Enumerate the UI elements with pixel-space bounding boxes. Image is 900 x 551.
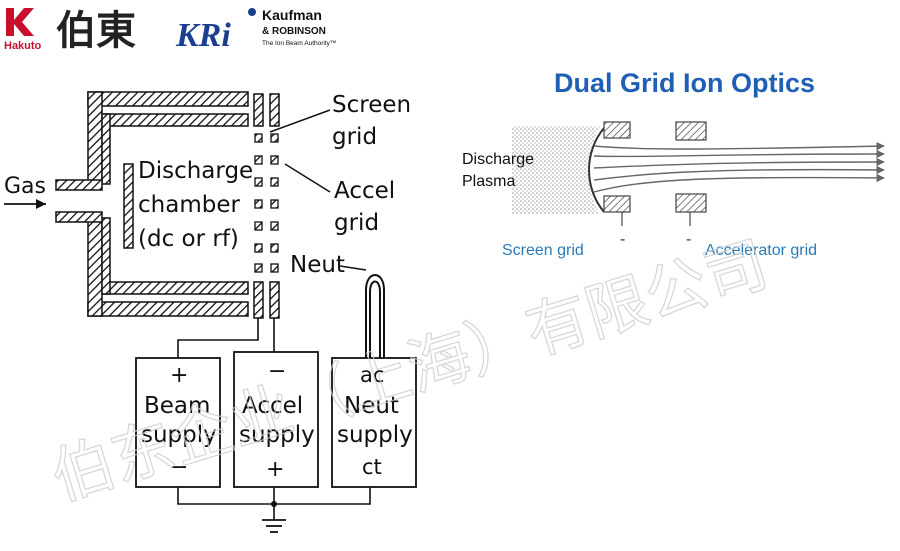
beam-supply-box (135, 357, 221, 488)
gas-inlet-top (55, 179, 103, 191)
chamber-top-wall-inner (101, 113, 249, 127)
beam-supply-plus: + (170, 363, 188, 388)
accel-grid-minus: - (686, 231, 691, 248)
screen-grid-label-2: grid (332, 124, 377, 150)
kr-logo-dot-icon (248, 8, 256, 16)
ground-junction (271, 501, 277, 507)
accel-supply-minus: − (268, 359, 286, 384)
chamber-top-wall-outer (87, 91, 249, 107)
chamber-left-inner-lower (101, 217, 111, 295)
plasma-label-2: Plasma (462, 173, 515, 190)
accel-grid-bottom-holder (269, 281, 280, 319)
screen-grid-caption: Screen grid (502, 242, 584, 259)
screen-grid-leader (269, 109, 331, 133)
chamber-left-wall-upper (87, 91, 103, 185)
accel-supply-box (233, 351, 319, 488)
chamber-bottom-wall-inner (101, 281, 249, 295)
beam-supply-minus: − (170, 455, 188, 480)
kr-logo-text: KRi (175, 17, 231, 54)
chamber-left-wall-lower (87, 217, 103, 317)
accel-grid-caption: Accelerator grid (705, 242, 817, 259)
dual-grid-title: Dual Grid Ion Optics (554, 68, 815, 98)
kr-name-line2: & ROBINSON (262, 26, 326, 37)
accel-grid-label-1: Accel (334, 178, 395, 204)
gas-label: Gas (4, 174, 46, 199)
kr-logo: KRi Kaufman & ROBINSON The Ion Beam Auth… (175, 7, 336, 54)
screen-grid-upper (603, 121, 631, 139)
beam-supply-label-2: supply (141, 422, 217, 448)
kr-tagline: The Ion Beam Authority™ (262, 40, 336, 47)
accel-grid-leader (284, 163, 331, 193)
neut-supply-label-1: Neut (344, 393, 399, 419)
screen-grid-lower (603, 195, 631, 213)
accel-grid-label-2: grid (334, 210, 379, 236)
screen-grid-minus: - (620, 231, 625, 248)
discharge-label-3: (dc or rf) (138, 226, 239, 252)
discharge-plasma-region (512, 126, 600, 214)
hakuto-mark-icon (6, 8, 34, 36)
cathode-element (123, 163, 134, 249)
accel-grid-lower (675, 193, 707, 213)
neut-supply-box (331, 357, 417, 488)
screen-grid-bottom-holder (253, 281, 264, 319)
gas-inlet-bottom (55, 211, 103, 223)
discharge-label-1: Discharge (138, 158, 253, 184)
kr-name-line1: Kaufman (262, 7, 322, 23)
ion-source-diagram: Gas Discharge chamber (dc or rf) Screen … (4, 91, 417, 533)
ground-icon (262, 519, 286, 533)
beam-supply-label-1: Beam (144, 393, 210, 419)
neutralizer-filament-icon (365, 274, 385, 360)
hakuto-logo-text: Hakuto (4, 40, 42, 52)
hakuto-logo: Hakuto 伯東 (4, 8, 136, 54)
hakuto-cjk-text: 伯東 (56, 8, 136, 54)
ion-beamlets (593, 141, 885, 193)
plasma-label-1: Discharge (462, 151, 534, 168)
accel-supply-plus: + (266, 457, 284, 482)
accel-supply-label-2: supply (239, 422, 315, 448)
screen-grid (254, 133, 263, 273)
dual-grid-diagram: Dual Grid Ion Optics Discharge Plasma - … (462, 68, 885, 259)
discharge-label-2: chamber (138, 192, 240, 218)
neut-leader (339, 265, 367, 271)
neut-supply-ac: ac (360, 363, 384, 387)
accel-grid-top-holder (269, 93, 280, 127)
chamber-left-inner-upper (101, 113, 111, 185)
neut-label: Neut (290, 252, 345, 278)
plasma-sheath-icon (588, 127, 605, 213)
accel-grid (270, 133, 279, 273)
screen-grid-top-holder (253, 93, 264, 127)
neut-supply-ct: ct (362, 455, 382, 479)
chamber-bottom-wall-outer (87, 301, 249, 317)
accel-grid-upper (675, 121, 707, 141)
accel-supply-label-1: Accel (242, 393, 303, 419)
neut-supply-label-2: supply (337, 422, 413, 448)
screen-grid-label-1: Screen (332, 92, 411, 118)
